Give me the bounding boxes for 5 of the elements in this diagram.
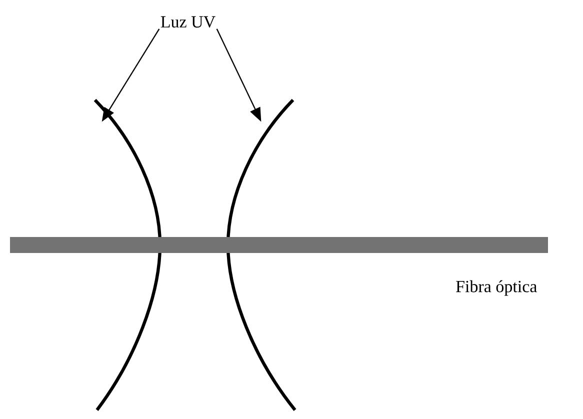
node-label: Fibra óptica [456, 280, 537, 296]
curved-lens-line [94, 98, 162, 411]
light-label: Luz UV [160, 16, 216, 28]
optical-fiber: Fibra óptica [10, 237, 548, 296]
curved-lens-line [226, 98, 296, 411]
